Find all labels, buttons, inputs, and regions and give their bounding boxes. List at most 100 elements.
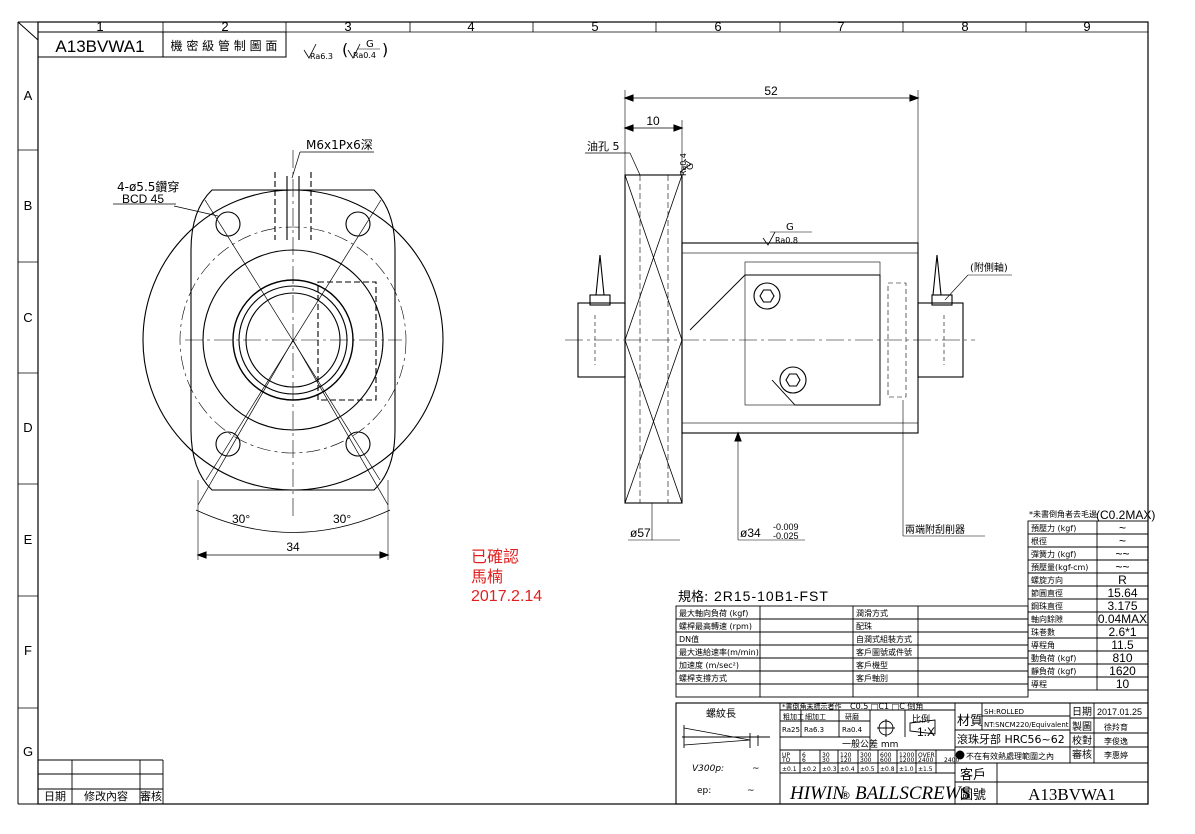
spec-row-label: 導程角 — [1031, 640, 1055, 650]
tol-val-cell: ±0.4 — [840, 766, 855, 773]
left-spec-label: 客戶軸別 — [856, 673, 888, 683]
flange-length-dim: 10 — [646, 114, 660, 128]
flange-diameter: ø57 — [630, 526, 651, 540]
check-value: 李俊逸 — [1104, 736, 1128, 746]
spec-row-label: 預壓量(kgf-cm) — [1031, 563, 1088, 572]
tol-up-cell: OVER — [918, 752, 935, 759]
material-label: 材質 — [957, 714, 983, 729]
tol-to-cell: 600 — [880, 757, 892, 764]
approve-label: 審核 — [1072, 748, 1092, 761]
date-value: 2017.01.25 — [1097, 707, 1142, 717]
thread-length-label: 螺紋長 — [706, 707, 736, 720]
scale-label: 比例 — [912, 713, 930, 725]
tol-val-cell: ±1.0 — [899, 766, 914, 773]
v300-value: ~ — [752, 764, 760, 774]
left-spec-label: 最大進給速率(m/min) — [679, 647, 759, 657]
revision-block — [38, 759, 164, 804]
spec-row-value: 810 — [1112, 651, 1132, 665]
left-spec-label: 配珠 — [856, 621, 872, 631]
row-labels: A B C D E F G — [23, 88, 33, 759]
roughness-1: Ra25 — [782, 726, 800, 734]
row-label: B — [24, 198, 33, 213]
wiper-note: (附側軸) — [970, 261, 1008, 274]
row-label: D — [23, 420, 32, 435]
top-left-code: A13BVWA1 — [55, 37, 144, 56]
roughness-ra: Ra0.4 — [353, 51, 376, 60]
spec-row-label: 節圓直徑 — [1031, 588, 1063, 598]
svg-text:): ) — [382, 40, 388, 59]
spec-row-value: R — [1118, 573, 1127, 587]
tol-up-cell: 600 — [880, 752, 892, 759]
roughness-symbol — [303, 43, 361, 59]
process-2: 細加工 — [805, 712, 826, 721]
revision-date: 日期 — [44, 790, 66, 803]
col-label: 6 — [714, 19, 721, 34]
tol-up-cell: 300 — [860, 752, 872, 759]
flange-ra: Ra0.4 — [679, 153, 688, 176]
spec-row-label: 靜負荷 (kgf) — [1031, 666, 1076, 676]
col-label: 5 — [591, 19, 598, 34]
width-dim: 34 — [286, 540, 300, 554]
row-label: A — [24, 88, 33, 103]
revision-review: 審核 — [140, 789, 162, 803]
process-3: 研磨 — [845, 712, 859, 721]
material-nt: NT:SNCM220/Equivalent — [984, 721, 1069, 729]
roughness-general: Ra6.3 — [310, 52, 333, 61]
approval-stamp: 已確認 馬楠 2017.2.14 — [471, 547, 542, 607]
left-spec-label: 螺桿最高轉速 (rpm) — [679, 621, 752, 631]
tol-to-cell: 6 — [802, 757, 806, 764]
spec-row-value: 1620 — [1109, 664, 1136, 678]
spec-row-value: 15.64 — [1107, 586, 1137, 600]
tol-to-cell: 1200 — [899, 757, 914, 764]
drawing-no-label: 圖號 — [960, 788, 986, 803]
overall-length-dim: 52 — [764, 84, 778, 98]
v300-label: V300p: — [692, 764, 724, 774]
right-spec-table — [1027, 520, 1149, 691]
roughness-paren: ( — [342, 40, 348, 59]
spec-row-label: 動負荷 (kgf) — [1031, 653, 1076, 663]
spec-row-label: 彈簧力 (kgf) — [1031, 549, 1076, 559]
customer-label: 客戶 — [960, 767, 986, 783]
left-spec-table — [675, 605, 1029, 698]
tol-up-cell: UP — [782, 752, 790, 759]
spec-row-value: ~ — [1119, 534, 1126, 548]
hardness: 滾珠牙部 HRC56~62 — [957, 732, 1065, 746]
left-spec-label: 螺桿支撐方式 — [679, 673, 727, 683]
right-spec-table-text: 預壓力 (kgf)~根徑~彈簧力 (kgf)~~預壓量(kgf-cm)~~螺旋方… — [1031, 521, 1147, 691]
ep-value: ~ — [747, 786, 755, 796]
stamp-line-3: 2017.2.14 — [471, 588, 543, 605]
stamp-line-2: 馬楠 — [471, 567, 504, 586]
left-spec-label: 最大軸向負荷 (kgf) — [679, 608, 748, 618]
body-ra: Ra0.8 — [775, 236, 798, 245]
spec-row-value: ~~ — [1115, 560, 1129, 574]
tol-up-cell: 120 — [840, 752, 852, 759]
header-box — [37, 31, 287, 58]
col-label: 8 — [961, 19, 968, 34]
body-tolerance-lower: -0.025 — [773, 531, 799, 541]
chamfer-note: *書倒角未標示者作 — [782, 702, 842, 711]
front-view — [113, 150, 444, 560]
thread-note: M6x1Px6深 — [306, 138, 373, 152]
roughness-g: G — [366, 39, 374, 50]
angle-right: 30° — [333, 512, 351, 526]
tol-val-cell: ±0.2 — [802, 766, 817, 773]
left-spec-label: DN值 — [679, 634, 699, 644]
spec-row-value: ~~ — [1115, 547, 1129, 561]
spec-row-value: 0.04MAX — [1098, 612, 1147, 626]
scale-value: 1:X — [917, 725, 935, 739]
tol-up-cell: 6 — [802, 752, 806, 759]
tol-to-cell: 30 — [822, 757, 830, 764]
spec-row-label: 螺旋方向 — [1031, 575, 1063, 585]
left-spec-label: 潤滑方式 — [856, 608, 888, 618]
side-view — [565, 90, 1012, 541]
spec-row-label: 軸向餘隙 — [1031, 614, 1063, 624]
ep-label: ep: — [697, 786, 711, 796]
chamfer-header-value: (C0.2MAX) — [1096, 508, 1155, 522]
sheet-border — [17, 21, 1149, 805]
column-labels: 1 2 3 4 5 6 7 8 9 — [96, 19, 1090, 34]
spec-row-value: 10 — [1116, 677, 1130, 691]
left-spec-label: 客戶機型 — [856, 660, 888, 670]
heat-note: 不在有效熱處理範圍之內 — [966, 751, 1054, 761]
